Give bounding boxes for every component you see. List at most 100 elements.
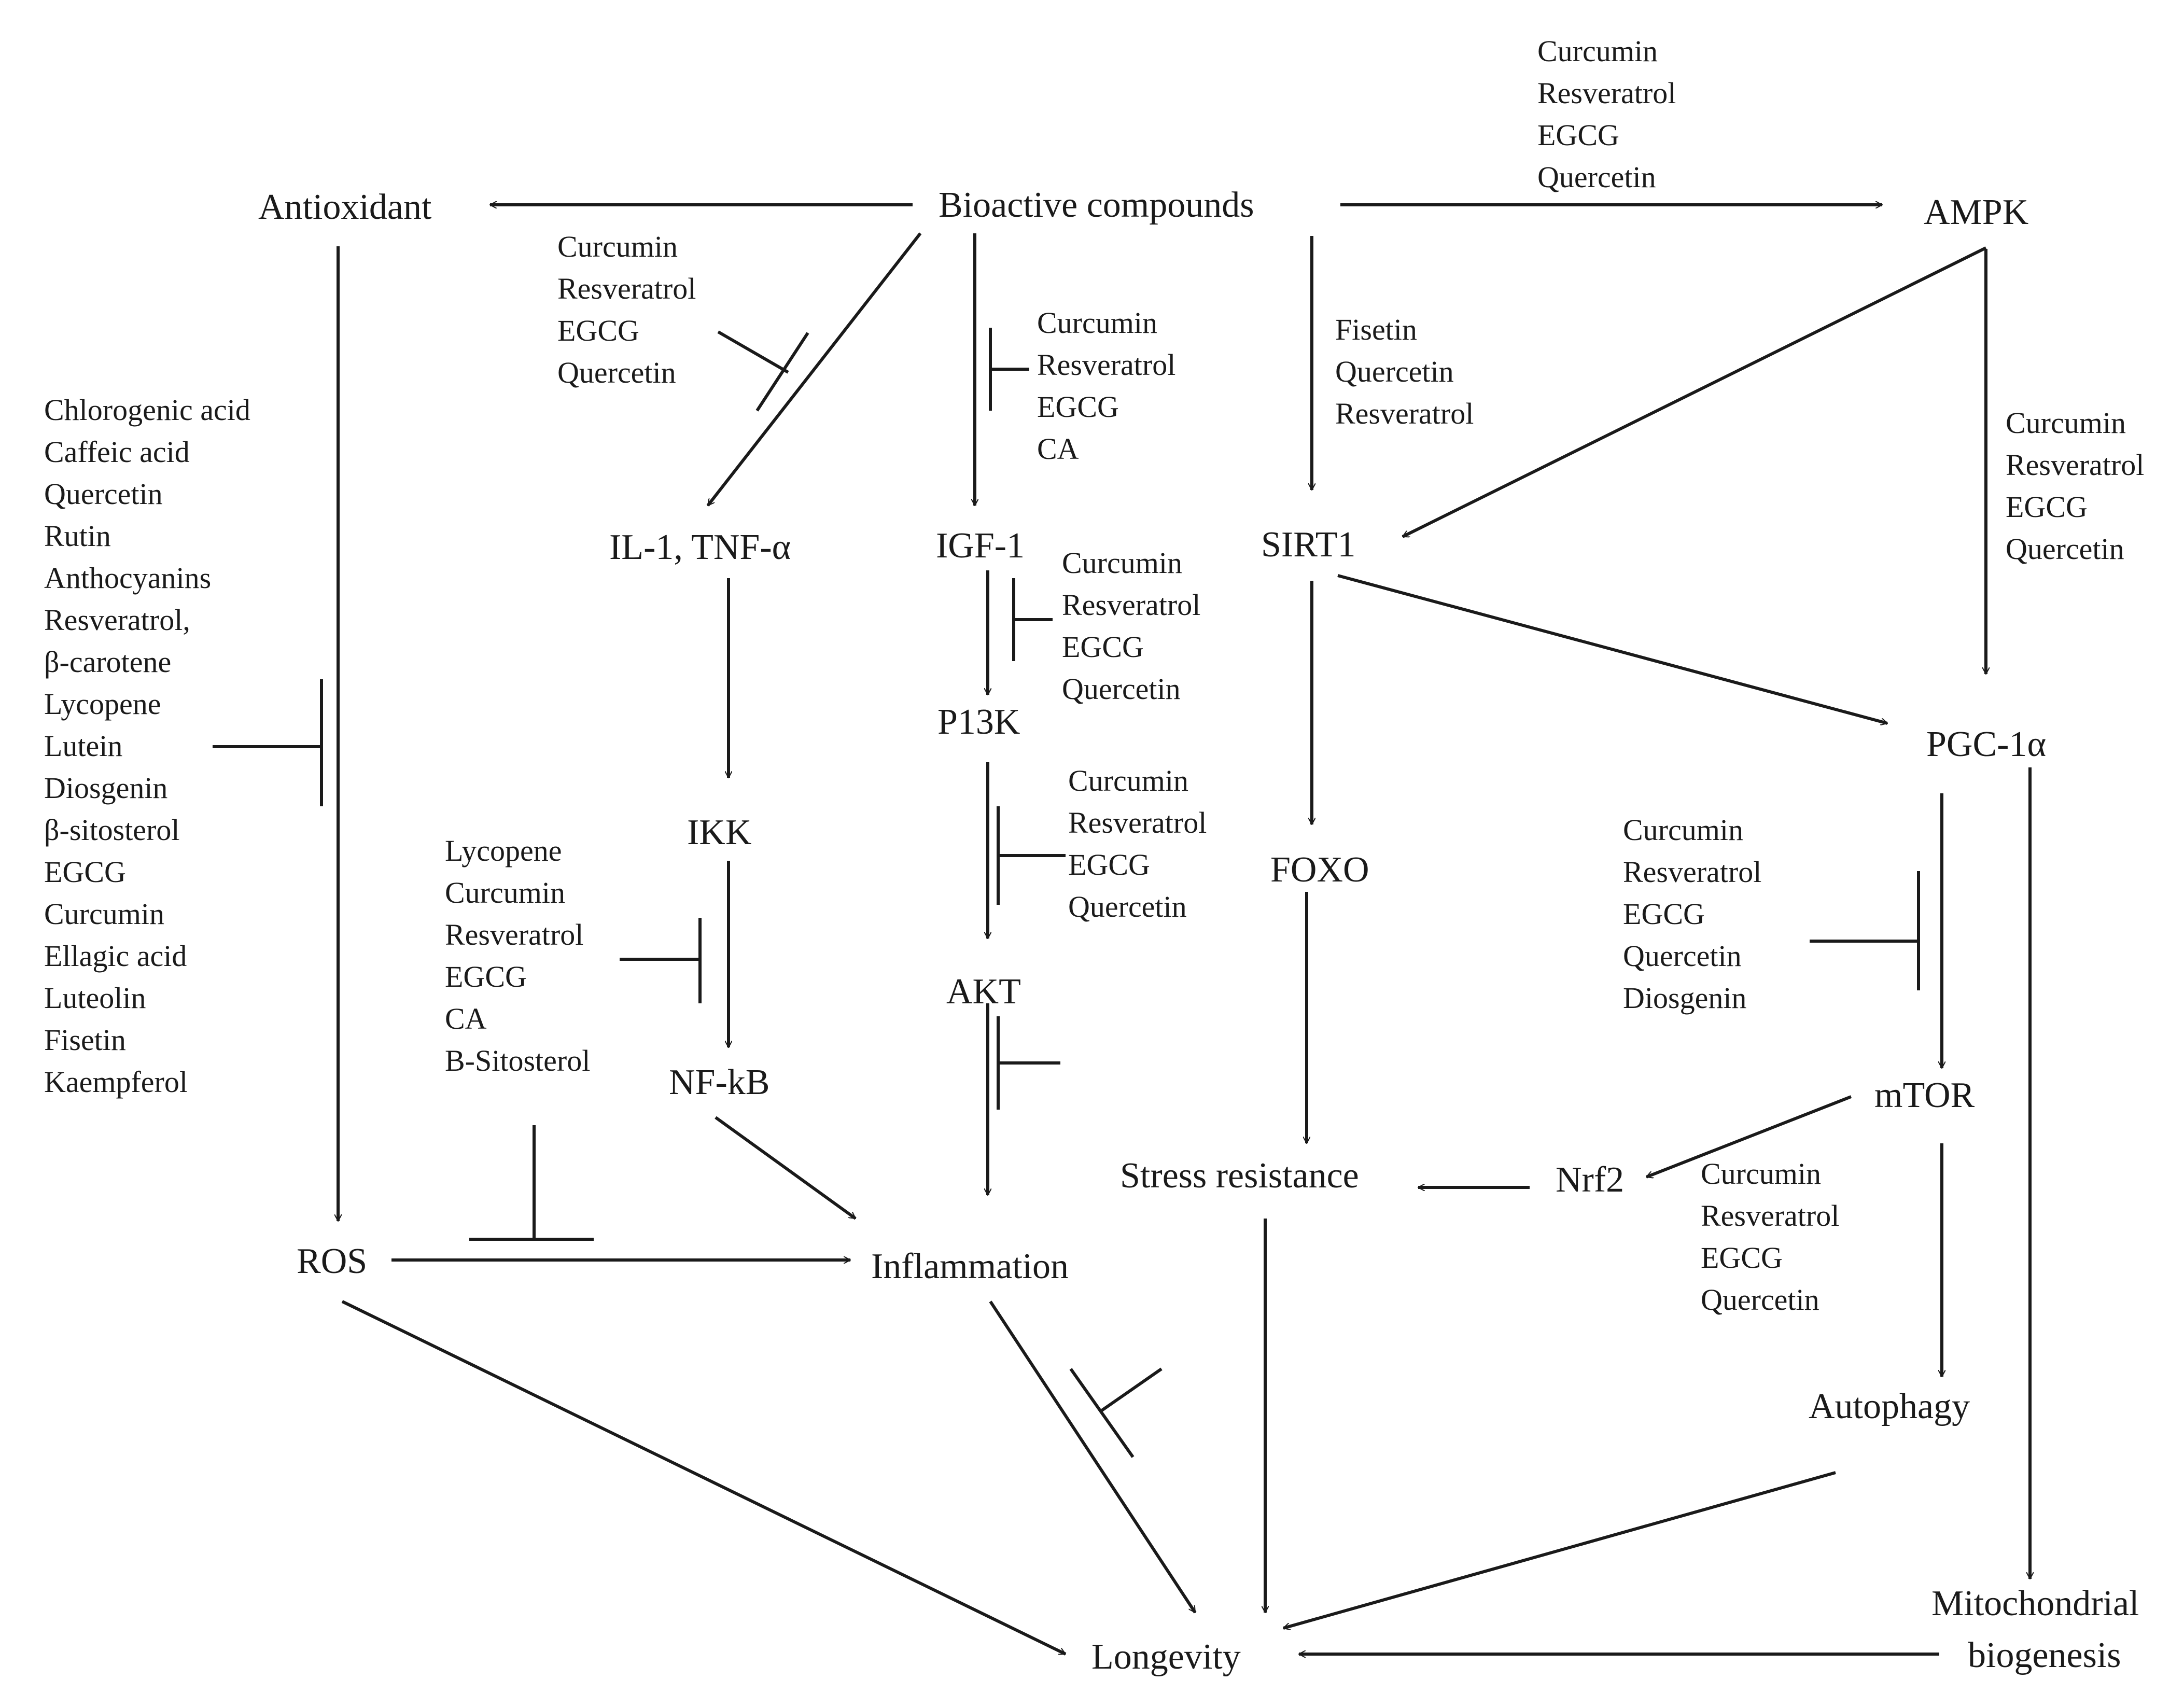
list-antioxidant-item: Diosgenin	[44, 771, 167, 805]
list-p13k-item: EGCG	[1062, 630, 1144, 664]
list-antioxidant-item: Fisetin	[44, 1023, 126, 1057]
node-sirt1: SIRT1	[1261, 525, 1356, 565]
inhibit-nfkb	[620, 918, 702, 1003]
list-il1-item: Quercetin	[557, 356, 676, 389]
node-ikk: IKK	[687, 813, 751, 852]
arrow-ros-to-longevity	[341, 1300, 1066, 1656]
list-akt-item: Curcumin	[1068, 764, 1188, 797]
node-akt: AKT	[946, 972, 1021, 1012]
list-mtor-item: Resveratrol	[1623, 855, 1761, 889]
list-nfkb-item: Lycopene	[445, 834, 562, 867]
list-antioxidant-item: Rutin	[44, 519, 111, 553]
inhibit-igf	[989, 328, 1029, 411]
list-igf: Curcumin Resveratrol EGCG CA	[1037, 306, 1175, 466]
list-il1: Curcumin Resveratrol EGCG Quercetin	[557, 230, 696, 389]
arrow-bioactive-to-il1	[706, 232, 922, 507]
list-antioxidant-item: Chlorogenic acid	[44, 393, 250, 427]
arrow-sirt1-to-pgc	[1337, 574, 1887, 723]
list-sirt-item: Fisetin	[1335, 313, 1417, 346]
inhibit-il1	[717, 330, 809, 412]
list-mtor-item: Curcumin	[1623, 813, 1743, 847]
node-ampk: AMPK	[1924, 192, 2028, 232]
node-igf1: IGF-1	[936, 526, 1025, 566]
list-nfkb-item: B-Sitosterol	[445, 1044, 590, 1077]
node-longevity: Longevity	[1091, 1637, 1241, 1677]
inhibit-longevity	[1069, 1367, 1163, 1458]
list-antioxidant-item: β-carotene	[44, 645, 171, 679]
list-mtor-item: Diosgenin	[1623, 981, 1746, 1015]
list-antioxidant-item: EGCG	[44, 855, 126, 889]
edges	[338, 205, 2030, 1654]
list-ampk-item: EGCG	[1537, 118, 1619, 152]
inhibit-antioxidant-list	[213, 679, 323, 806]
arrow-inflammation-to-longevity	[989, 1300, 1197, 1613]
list-pgc-item: Quercetin	[2006, 532, 2124, 566]
arrow-autophagy-to-longevity	[1283, 1471, 1836, 1628]
list-mtor-item: Quercetin	[1623, 939, 1742, 973]
list-nrf2: Curcumin Resveratrol EGCG Quercetin	[1701, 1157, 1839, 1317]
list-nfkb-item: EGCG	[445, 960, 527, 993]
list-nrf2-item: Resveratrol	[1701, 1199, 1839, 1233]
node-foxo: FOXO	[1270, 850, 1369, 890]
list-nrf2-item: Quercetin	[1701, 1283, 1819, 1317]
list-il1-item: EGCG	[557, 314, 639, 347]
inhibit-akt	[997, 806, 1066, 905]
list-p13k-item: Quercetin	[1062, 672, 1181, 706]
list-antioxidant-item: Ellagic acid	[44, 939, 187, 973]
node-il1-tnf: IL-1, TNF-α	[609, 527, 791, 567]
arrow-mtor-to-nrf2	[1646, 1095, 1852, 1179]
list-antioxidant-item: Lutein	[44, 729, 122, 763]
list-igf-item: Resveratrol	[1037, 348, 1175, 382]
node-nfkb: NF-kB	[669, 1062, 769, 1102]
list-antioxidant-item: Resveratrol,	[44, 603, 190, 637]
list-sirt-item: Quercetin	[1335, 355, 1454, 388]
list-antioxidant-item: Anthocyanins	[44, 561, 211, 595]
list-nfkb-item: Curcumin	[445, 876, 565, 909]
compound-lists: Curcumin Resveratrol EGCG Quercetin Curc…	[44, 34, 2144, 1317]
list-akt-item: Resveratrol	[1068, 806, 1207, 839]
list-ampk-item: Curcumin	[1537, 34, 1658, 68]
node-inflammation: Inflammation	[871, 1247, 1069, 1286]
list-nrf2-item: EGCG	[1701, 1241, 1783, 1275]
arrow-ampk-to-sirt1	[1403, 246, 1987, 538]
list-ampk-item: Quercetin	[1537, 160, 1656, 194]
list-mtor: Curcumin Resveratrol EGCG Quercetin Dios…	[1623, 813, 1761, 1015]
list-il1-item: Resveratrol	[557, 272, 696, 305]
list-antioxidant-item: Luteolin	[44, 981, 146, 1015]
inhibit-inflammation	[997, 1016, 1060, 1110]
list-nfkb: Lycopene Curcumin Resveratrol EGCG CA B-…	[445, 834, 590, 1077]
node-stress-resistance: Stress resistance	[1120, 1156, 1359, 1196]
node-pgc1a: PGC-1α	[1926, 724, 2046, 764]
list-akt-item: Quercetin	[1068, 890, 1187, 923]
list-mtor-item: EGCG	[1623, 897, 1705, 931]
list-antioxidant-item: Kaempferol	[44, 1065, 188, 1099]
node-mitochondrial: Mitochondrial	[1931, 1584, 2139, 1623]
list-p13k: Curcumin Resveratrol EGCG Quercetin	[1062, 546, 1200, 706]
list-p13k-item: Resveratrol	[1062, 588, 1200, 622]
inhibit-ros-inflammation	[469, 1125, 594, 1241]
node-nrf2: Nrf2	[1556, 1160, 1624, 1200]
node-antioxidant: Antioxidant	[258, 187, 432, 227]
node-autophagy: Autophagy	[1809, 1387, 1970, 1426]
list-il1-item: Curcumin	[557, 230, 678, 263]
node-mtor: mTOR	[1874, 1075, 1975, 1115]
list-igf-item: EGCG	[1037, 390, 1119, 424]
list-antioxidant-item: Curcumin	[44, 897, 164, 931]
list-pgc-item: Resveratrol	[2006, 448, 2144, 482]
list-sirt: Fisetin Quercetin Resveratrol	[1335, 313, 1474, 430]
list-antioxidant-item: Lycopene	[44, 687, 161, 721]
list-nrf2-item: Curcumin	[1701, 1157, 1821, 1191]
list-ampk-item: Resveratrol	[1537, 76, 1676, 110]
list-nfkb-item: Resveratrol	[445, 918, 583, 951]
list-igf-item: Curcumin	[1037, 306, 1157, 340]
inhibit-p13k	[1012, 578, 1053, 661]
list-antioxidant-item: Caffeic acid	[44, 435, 190, 469]
list-pgc-item: Curcumin	[2006, 406, 2126, 440]
list-igf-item: CA	[1037, 432, 1079, 466]
list-pgc: Curcumin Resveratrol EGCG Quercetin	[2006, 406, 2144, 566]
arrow-nfkb-to-inflammation	[715, 1116, 857, 1220]
list-p13k-item: Curcumin	[1062, 546, 1182, 580]
list-ampk: Curcumin Resveratrol EGCG Quercetin	[1537, 34, 1676, 194]
node-labels: Antioxidant Bioactive compounds AMPK IL-…	[258, 185, 2139, 1677]
